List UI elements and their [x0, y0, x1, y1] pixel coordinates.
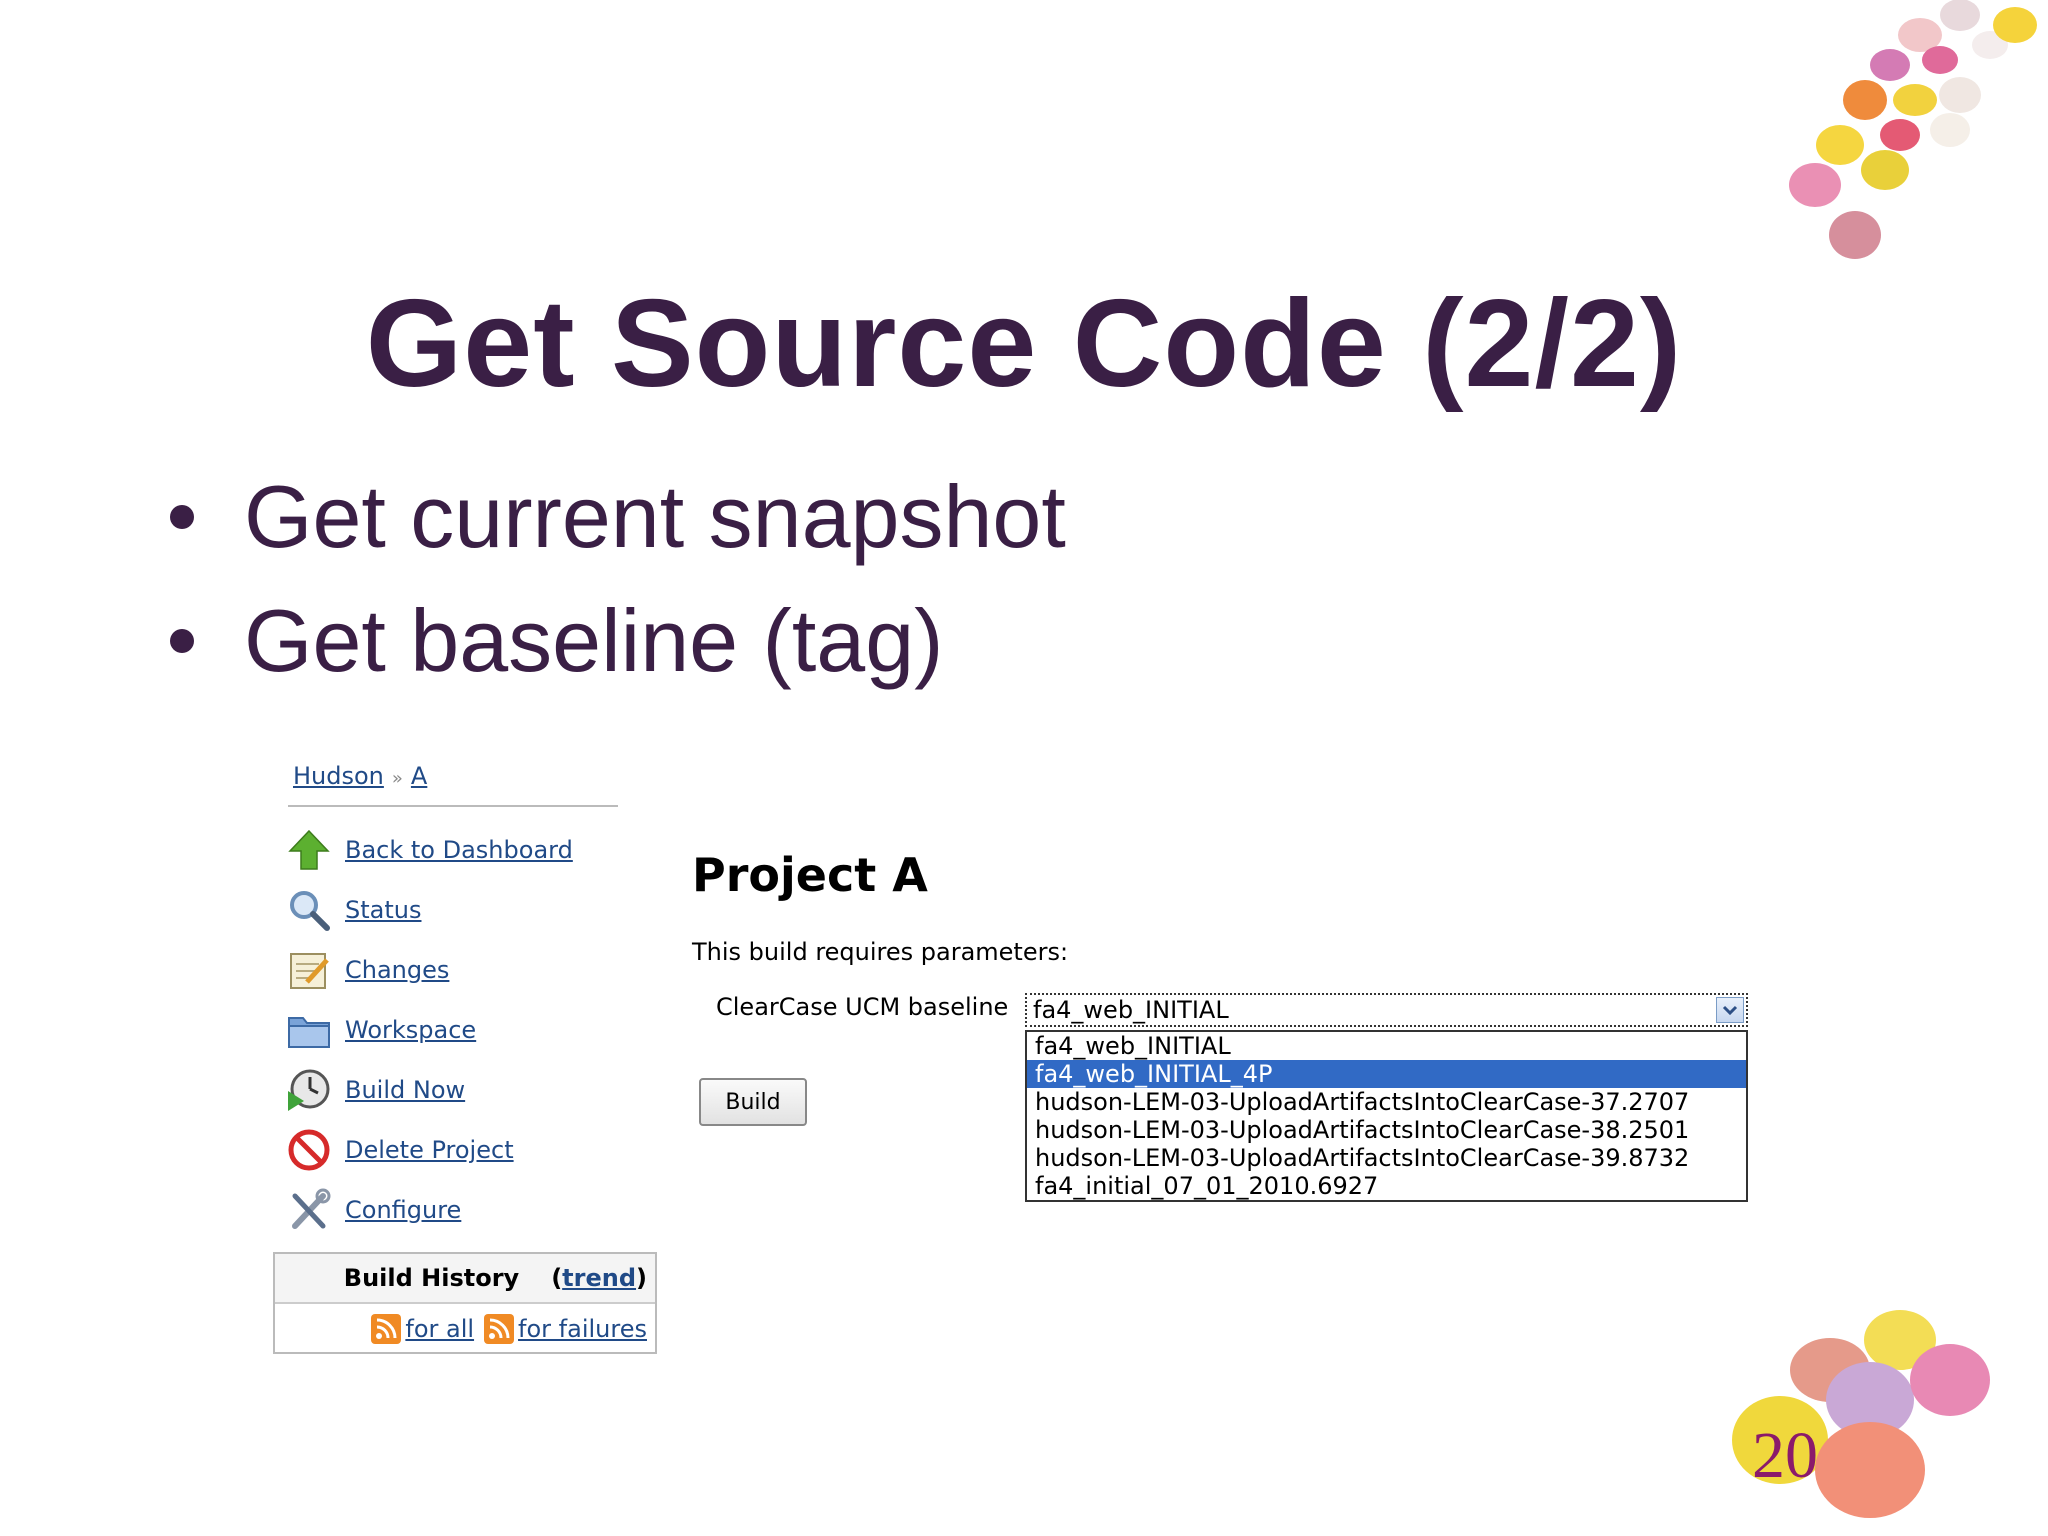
breadcrumb: Hudson » A — [293, 762, 427, 790]
breadcrumb-separator: » — [391, 768, 403, 789]
sidebar-item-configure[interactable]: Configure — [285, 1180, 573, 1240]
sidebar: Back to Dashboard Status Changes Workspa… — [285, 820, 573, 1240]
breadcrumb-divider — [288, 805, 618, 807]
tools-icon — [285, 1186, 333, 1234]
baseline-dropdown-list: fa4_web_INITIAL fa4_web_INITIAL_4P hudso… — [1025, 1030, 1748, 1202]
dropdown-option[interactable]: hudson-LEM-03-UploadArtifactsIntoClearCa… — [1035, 1088, 1690, 1116]
build-button[interactable]: Build — [699, 1078, 807, 1126]
dropdown-option[interactable]: hudson-LEM-03-UploadArtifactsIntoClearCa… — [1035, 1116, 1690, 1144]
magnifier-icon — [285, 886, 333, 934]
sidebar-item-label[interactable]: Configure — [345, 1196, 462, 1224]
dropdown-option-highlighted[interactable]: fa4_web_INITIAL_4P — [1027, 1060, 1746, 1088]
baseline-param-label: ClearCase UCM baseline — [716, 993, 1009, 1021]
folder-icon — [285, 1006, 333, 1054]
baseline-select-value: fa4_web_INITIAL — [1033, 996, 1229, 1024]
build-history-panel: Build History (trend) for all for failur… — [273, 1252, 657, 1354]
project-title: Project A — [692, 848, 928, 902]
rss-feed-icon[interactable] — [484, 1314, 515, 1344]
trend-open-paren: ( — [551, 1264, 563, 1292]
rss-feed-icon[interactable] — [371, 1314, 402, 1344]
trend-link[interactable]: trend — [562, 1264, 637, 1292]
sidebar-item-back-to-dashboard[interactable]: Back to Dashboard — [285, 820, 573, 880]
build-history-title: Build History — [343, 1264, 520, 1292]
sidebar-item-status[interactable]: Status — [285, 880, 573, 940]
sidebar-item-label[interactable]: Workspace — [345, 1016, 477, 1044]
build-history-header: Build History (trend) — [275, 1254, 655, 1304]
bullet-item: Get baseline (tag) — [170, 579, 1066, 703]
chevron-down-icon[interactable] — [1716, 997, 1744, 1023]
baseline-select[interactable]: fa4_web_INITIAL — [1025, 993, 1748, 1027]
breadcrumb-hudson-link[interactable]: Hudson — [293, 762, 384, 790]
notepad-icon — [285, 946, 333, 994]
bullet-dot — [170, 505, 194, 529]
slide-title: Get Source Code (2/2) — [365, 275, 1683, 414]
dropdown-option[interactable]: fa4_web_INITIAL — [1035, 1032, 1231, 1060]
up-arrow-icon — [285, 826, 333, 874]
feed-for-failures-link[interactable]: for failures — [518, 1315, 647, 1343]
parameters-description: This build requires parameters: — [692, 938, 1069, 966]
sidebar-item-label[interactable]: Delete Project — [345, 1136, 514, 1164]
trend-close-paren: ) — [636, 1264, 647, 1292]
sidebar-item-label[interactable]: Back to Dashboard — [345, 836, 573, 864]
bullet-item: Get current snapshot — [170, 455, 1066, 579]
sidebar-item-label[interactable]: Status — [345, 896, 422, 924]
sidebar-item-build-now[interactable]: Build Now — [285, 1060, 573, 1120]
dropdown-option[interactable]: hudson-LEM-03-UploadArtifactsIntoClearCa… — [1035, 1144, 1690, 1172]
sidebar-item-label[interactable]: Build Now — [345, 1076, 466, 1104]
sidebar-item-delete-project[interactable]: Delete Project — [285, 1120, 573, 1180]
build-history-feeds: for all for failures — [275, 1304, 655, 1354]
hudson-screenshot: Hudson » A Back to Dashboard Status Change… — [230, 720, 1790, 1510]
candy-eggs-decoration — [1732, 1310, 1990, 1518]
bullet-list: Get current snapshot Get baseline (tag) — [170, 455, 1066, 703]
no-entry-icon — [285, 1126, 333, 1174]
sidebar-item-label[interactable]: Changes — [345, 956, 450, 984]
clock-play-icon — [285, 1066, 333, 1114]
breadcrumb-a-link[interactable]: A — [410, 762, 428, 790]
sidebar-item-workspace[interactable]: Workspace — [285, 1000, 573, 1060]
feed-for-all-link[interactable]: for all — [405, 1315, 475, 1343]
dropdown-option[interactable]: fa4_initial_07_01_2010.6927 — [1035, 1172, 1379, 1200]
sidebar-item-changes[interactable]: Changes — [285, 940, 573, 1000]
bullet-dot — [170, 629, 194, 653]
page-number: 20 — [1752, 1419, 1818, 1492]
candy-eggs-decoration — [1789, 0, 2037, 259]
